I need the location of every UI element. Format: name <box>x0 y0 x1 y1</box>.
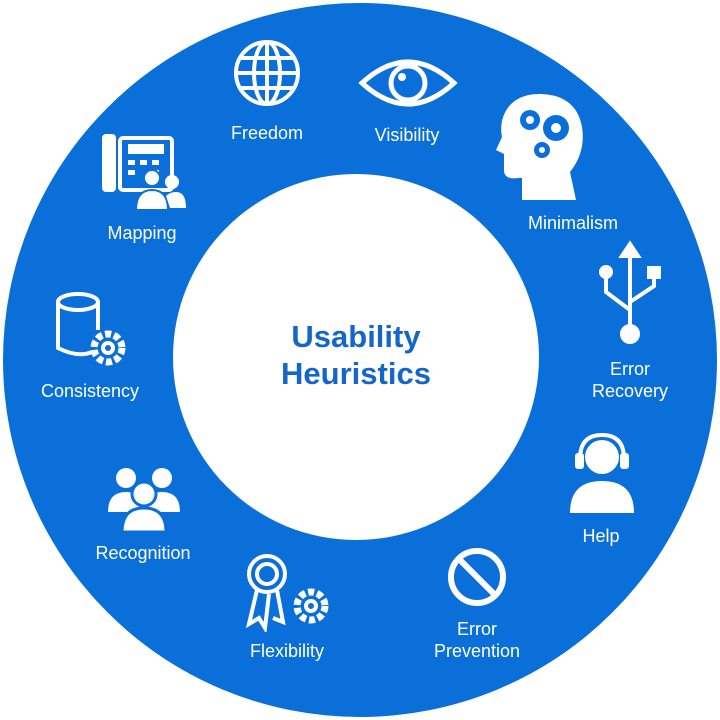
eye-icon <box>358 55 458 111</box>
heuristic-label: Recognition <box>95 543 191 563</box>
heuristic-consistency: Consistency <box>5 380 175 402</box>
heuristic-label: Flexibility <box>249 641 324 661</box>
heuristic-help: Help <box>516 525 686 547</box>
center-circle <box>173 174 539 540</box>
usb-icon <box>598 240 662 345</box>
heuristic-label: Mapping <box>107 223 177 243</box>
heuristic-label: Visibility <box>374 125 440 145</box>
users-icon <box>108 464 180 532</box>
heuristic-label: Minimalism <box>528 213 618 233</box>
heuristic-minimalism: Minimalism <box>488 212 658 234</box>
title-line-2: Heuristics <box>281 356 431 391</box>
database-gear-icon <box>54 290 130 370</box>
heuristic-mapping: Mapping <box>57 222 227 244</box>
heuristic-error-recovery: Error Recovery <box>545 358 715 402</box>
heuristic-label-line-2: Prevention <box>433 641 521 661</box>
heuristic-error-prevention: Error Prevention <box>392 618 562 662</box>
heuristic-recognition: Recognition <box>58 542 228 564</box>
heuristic-label: Help <box>582 526 620 546</box>
heuristic-freedom: Freedom <box>182 122 352 144</box>
head-gears-icon <box>494 92 589 202</box>
heuristic-flexibility: Flexibility <box>202 640 372 662</box>
ribbon-gear-icon <box>243 552 335 632</box>
phone-users-icon <box>100 132 188 212</box>
prohibited-icon <box>446 546 508 608</box>
heuristic-label-line-2: Recovery <box>591 381 669 401</box>
heuristic-visibility: Visibility <box>322 124 492 146</box>
heuristic-label: Freedom <box>230 123 304 143</box>
title-line-1: Usability <box>291 319 421 354</box>
heuristic-label: Error <box>610 359 650 379</box>
globe-icon <box>232 38 302 108</box>
heuristic-label: Consistency <box>40 381 140 401</box>
heuristic-label: Error <box>457 619 497 639</box>
diagram-title: Usability Heuristics <box>173 318 539 392</box>
headset-user-icon <box>566 433 638 515</box>
